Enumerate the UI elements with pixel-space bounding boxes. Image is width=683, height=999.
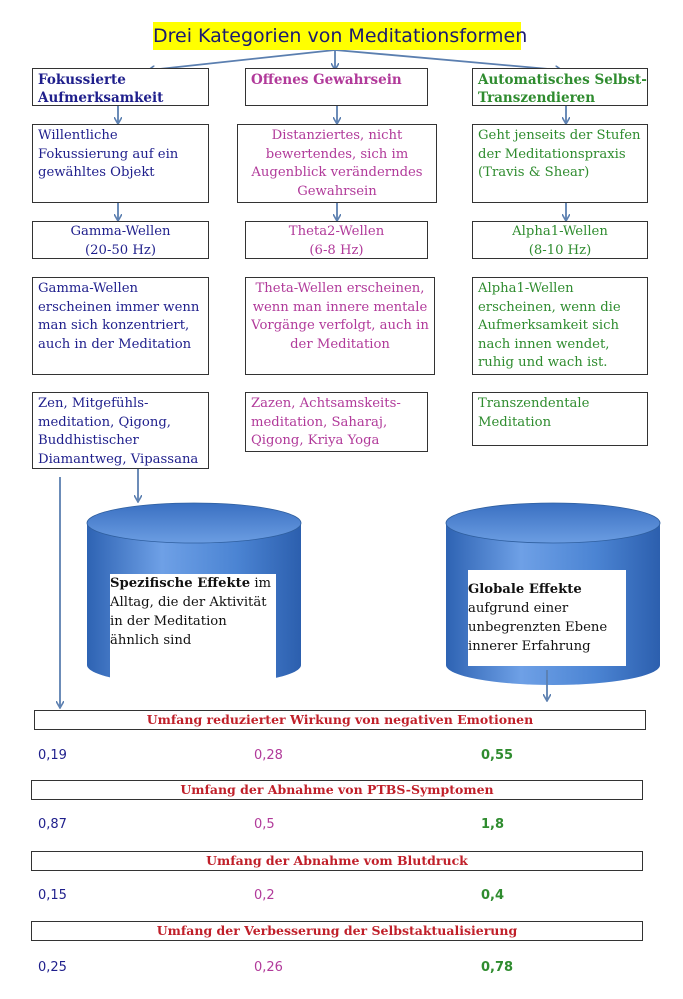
measure-label-ptsd: Umfang der Abnahme von PTBS-Symptomen [31,780,643,800]
effect-specific-label: Spezifische Effekte im Alltag, die der A… [110,574,276,690]
wave-text-gamma: Gamma-Wellen erscheinen immer wenn man s… [32,277,209,375]
measure-label-negative-emotions: Umfang reduzierter Wirkung von negativen… [34,710,646,730]
measure-value-col3: 1,8 [481,817,505,832]
wave-box-gamma: Gamma-Wellen (20-50 Hz) [32,221,209,259]
examples-automatic-self-transcending: Transzendentale Meditation [472,392,648,446]
effect-global-rest: aufgrund einer unbegrenzten Ebene innere… [468,601,608,654]
wave-name-alpha: Alpha1-Wellen [512,224,608,239]
measure-value-col1: 0,19 [38,748,67,763]
description-automatic-self-transcending: Geht jenseits der Stufen der Meditations… [472,124,648,203]
measure-value-col1: 0,87 [38,817,67,832]
wave-box-alpha: Alpha1-Wellen (8-10 Hz) [472,221,648,259]
measure-value-col1: 0,25 [38,960,67,975]
effect-specific-bold: Spezifische Effekte [110,576,251,591]
wave-range-theta: (6-8 Hz) [309,242,364,258]
measure-label-blood-pressure: Umfang der Abnahme vom Blutdruck [31,851,643,871]
wave-text-theta: Theta-Wellen erscheinen, wenn man innere… [245,277,435,375]
measure-value-col3: 0,4 [481,888,505,903]
effect-specific-rest: im Alltag, die der Aktivität in der Medi… [110,576,272,648]
category-focused-attention: Fokussierte Aufmerksamkeit [32,68,209,106]
measure-value-col2: 0,28 [254,748,283,763]
measure-value-col3: 0,78 [481,960,514,975]
examples-focused-attention: Zen, Mitgefühls-meditation, Qigong, Budd… [32,392,209,469]
measure-value-col3: 0,55 [481,748,514,763]
category-open-awareness: Offenes Gewahrsein [245,68,428,106]
description-focused-attention: Willentliche Fokussierung auf ein gewähl… [32,124,209,203]
wave-text-alpha: Alpha1-Wellen erscheinen, wenn die Aufme… [472,277,648,375]
measure-value-col2: 0,5 [254,817,275,832]
wave-name-gamma: Gamma-Wellen [70,224,171,239]
measure-label-self-actualization: Umfang der Verbesserung der Selbstaktual… [31,921,643,941]
wave-box-theta: Theta2-Wellen (6-8 Hz) [245,221,428,259]
measure-value-col2: 0,26 [254,960,283,975]
flow-arrows [60,49,566,706]
wave-name-theta: Theta2-Wellen [288,224,385,239]
wave-range-gamma: (20-50 Hz) [85,242,156,258]
description-open-awareness: Distanziertes, nicht bewertendes, sich i… [237,124,437,203]
effect-global-bold: Globale Effekte [468,582,582,597]
examples-open-awareness: Zazen, Achtsamskeits-meditation, Saharaj… [245,392,428,452]
diagram-title: Drei Kategorien von Meditationsformen [153,22,527,50]
wave-range-alpha: (8-10 Hz) [528,242,592,258]
measure-value-col2: 0,2 [254,888,275,903]
category-automatic-self-transcending: Automatisches Selbst-Transzendieren [472,68,648,106]
measure-value-col1: 0,15 [38,888,67,903]
effect-global-label: Globale Effekte aufgrund einer unbegrenz… [468,570,626,666]
